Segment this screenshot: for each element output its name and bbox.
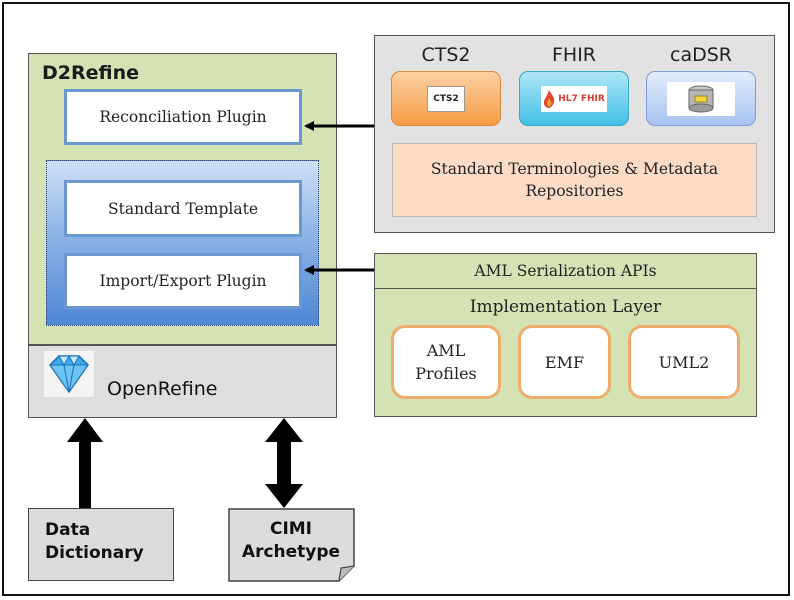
emf-box: EMF [518, 325, 611, 399]
fhir-logo-icon: HL7 FHIR [541, 85, 607, 112]
uml2-box: UML2 [628, 325, 740, 399]
aml-serialization-apis: AML Serialization APIs [374, 253, 757, 289]
uml2-label: UML2 [658, 352, 710, 372]
aml-serialization-label: AML Serialization APIs [474, 261, 657, 280]
aml-profiles-line1: AML [426, 341, 466, 360]
aml-profiles-box: AML Profiles [391, 325, 501, 399]
cadsr-logo-icon [667, 81, 735, 116]
cts2-logo-icon: CTS2 [427, 85, 465, 112]
cts2-label: CTS2 [421, 44, 471, 66]
openrefine-title: OpenRefine [107, 378, 218, 400]
repositories-description-line1: Standard Terminologies & Metadata [430, 160, 719, 178]
data-dictionary-line1: Data [45, 520, 91, 540]
fhir-box: HL7 FHIR [519, 71, 629, 126]
standard-repositories-box: Standard Terminologies & Metadata Reposi… [392, 143, 757, 217]
cadsr-label: caDSR [670, 44, 732, 66]
cimi-archetype-document-icon [228, 508, 355, 582]
flame-icon [543, 89, 555, 108]
reconciliation-plugin-box: Reconciliation Plugin [64, 89, 302, 145]
fhir-label: FHIR [551, 44, 597, 66]
cimi-line2: Archetype [241, 542, 341, 562]
d2refine-title: D2Refine [42, 62, 140, 84]
database-icon [688, 85, 714, 112]
import-export-plugin-label: Import/Export Plugin [99, 272, 267, 290]
import-export-plugin-box: Import/Export Plugin [64, 253, 302, 309]
implementation-layer-title: Implementation Layer [469, 297, 662, 317]
data-dictionary-up-arrow [67, 418, 103, 510]
cimi-line1: CIMI [269, 519, 313, 539]
standard-template-box: Standard Template [64, 180, 302, 237]
reconciliation-plugin-label: Reconciliation Plugin [99, 108, 267, 126]
standard-template-label: Standard Template [107, 199, 259, 218]
emf-label: EMF [544, 352, 585, 372]
cadsr-box [646, 71, 756, 126]
cimi-archetype-box: CIMI Archetype [228, 508, 354, 581]
data-dictionary-line2: Dictionary [45, 543, 144, 563]
openrefine-diamond-icon [44, 351, 94, 397]
cimi-bidirectional-arrow [265, 418, 303, 508]
aml-profiles-line2: Profiles [415, 364, 477, 383]
cts2-box: CTS2 [391, 71, 501, 126]
data-dictionary-box: Data Dictionary [28, 508, 174, 581]
repositories-description-line2: Repositories [525, 182, 624, 200]
